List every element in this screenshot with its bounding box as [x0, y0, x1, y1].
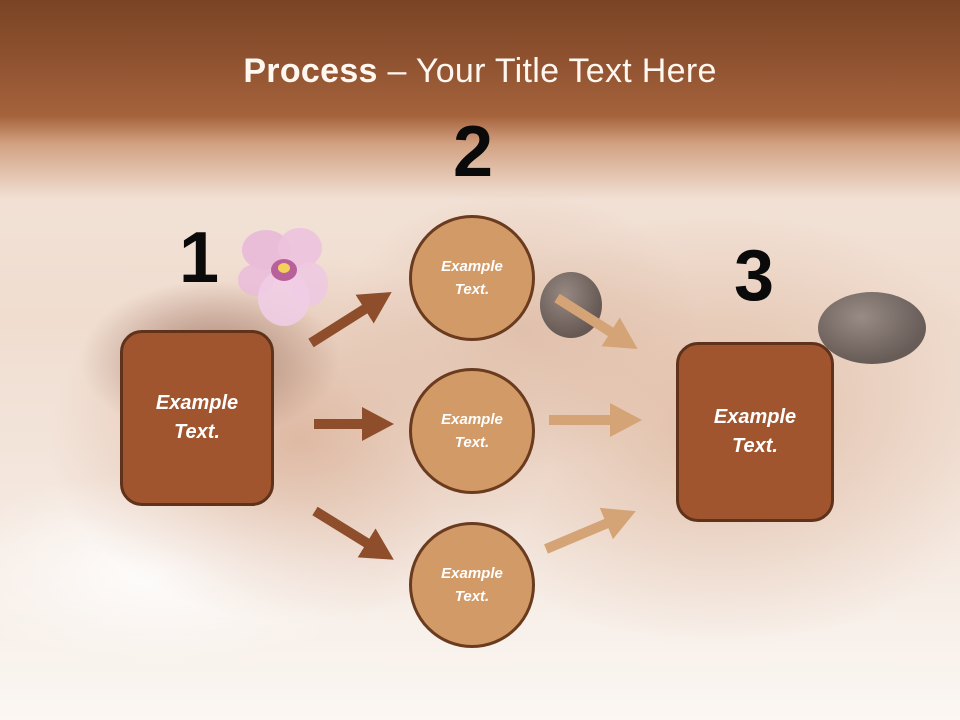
- step-number-3: 3: [733, 236, 775, 316]
- step-circle-top[interactable]: Example Text.: [409, 215, 535, 341]
- title-rest: – Your Title Text Here: [377, 52, 717, 90]
- step-number-2: 2: [452, 112, 494, 192]
- hot-stone-image: [818, 292, 926, 364]
- circle-bottom-line1: Example: [441, 565, 503, 582]
- start-box[interactable]: Example Text.: [120, 330, 274, 506]
- step-circle-bottom[interactable]: Example Text.: [409, 522, 535, 648]
- circle-top-line2: Text.: [454, 281, 490, 298]
- header-band: [0, 0, 960, 200]
- start-box-line2: Text.: [174, 421, 220, 443]
- end-box[interactable]: Example Text.: [676, 342, 834, 522]
- step-number-1: 1: [178, 218, 220, 298]
- right-arrow-icon: [312, 506, 394, 560]
- right-arrow-icon: [544, 507, 636, 554]
- circle-middle-line2: Text.: [454, 434, 490, 451]
- circle-top-line1: Example: [441, 258, 503, 275]
- slide-title[interactable]: Process – Your Title Text Here: [0, 52, 960, 91]
- circle-bottom-line2: Text.: [454, 588, 490, 605]
- step-circle-middle[interactable]: Example Text.: [409, 368, 535, 494]
- orchid-image: [238, 228, 328, 326]
- right-arrow-icon: [554, 293, 638, 349]
- end-box-line2: Text.: [732, 435, 778, 457]
- end-box-line1: Example: [713, 406, 797, 428]
- circle-middle-line1: Example: [441, 411, 503, 428]
- title-bold: Process: [243, 52, 378, 90]
- right-arrow-icon: [308, 292, 392, 348]
- start-box-line1: Example: [155, 392, 239, 414]
